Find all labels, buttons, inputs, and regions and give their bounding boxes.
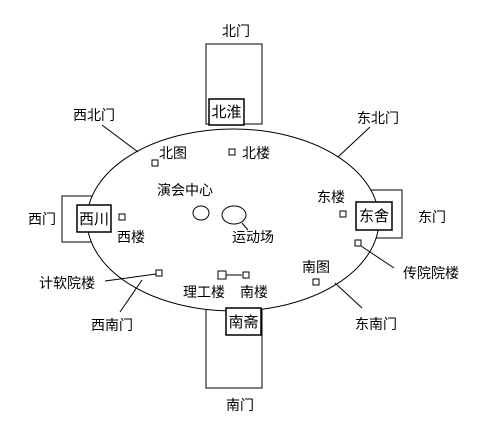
performance-center-marker [192, 205, 210, 221]
south-building-marker [242, 271, 250, 279]
stadium-label: 运动场 [232, 230, 274, 246]
communication-college-marker [354, 239, 362, 247]
gate-northeast-pointer [337, 126, 371, 158]
dorm-east-box [355, 201, 393, 231]
engineering-label: 理工楼 [183, 285, 225, 301]
dorm-north-label: 北淮 [211, 103, 241, 121]
engineering-marker [217, 270, 227, 280]
gate-southeast-pointer [334, 282, 363, 309]
dorm-north-box [208, 98, 245, 126]
communication-college-pointer [360, 245, 395, 269]
dorm-west-box [76, 204, 112, 233]
gate-northeast-label: 东北门 [357, 111, 399, 127]
north-library-label: 北图 [159, 146, 187, 162]
south-library-marker [312, 278, 320, 286]
gate-south-label: 南门 [226, 398, 254, 414]
north-building-marker [228, 148, 236, 156]
east-building-marker [339, 210, 347, 218]
gate-west-label: 西门 [28, 212, 56, 228]
gate-east-label: 东门 [418, 210, 446, 226]
dorm-east-label: 东舍 [359, 207, 389, 225]
east-building-label: 东楼 [317, 190, 345, 206]
north-library-marker [151, 159, 159, 167]
dorm-south-label: 南斋 [228, 313, 258, 331]
computer-college-label: 计软院楼 [39, 276, 95, 292]
gate-southeast-label: 东南门 [355, 317, 397, 333]
west-building-marker [118, 213, 126, 221]
computer-college-marker [155, 269, 163, 277]
dorm-west-label: 西川 [79, 210, 109, 228]
communication-college-label: 传院院楼 [403, 266, 459, 282]
south-building-label: 南楼 [240, 285, 268, 301]
stadium-marker [221, 205, 247, 225]
west-building-label: 西楼 [117, 230, 145, 246]
gate-north-label: 北门 [222, 24, 250, 40]
gate-northwest-pointer [101, 124, 139, 153]
dorm-south-box [225, 307, 262, 336]
computer-college-pointer [104, 273, 157, 282]
performance-center-label: 演会中心 [157, 183, 213, 199]
gate-southwest-label: 西南门 [91, 318, 133, 334]
gate-northwest-label: 西北门 [73, 108, 115, 124]
north-building-label: 北楼 [242, 146, 270, 162]
south-library-label: 南图 [302, 260, 330, 276]
gate-southwest-pointer [119, 279, 143, 313]
stadium-pointer [241, 222, 249, 231]
